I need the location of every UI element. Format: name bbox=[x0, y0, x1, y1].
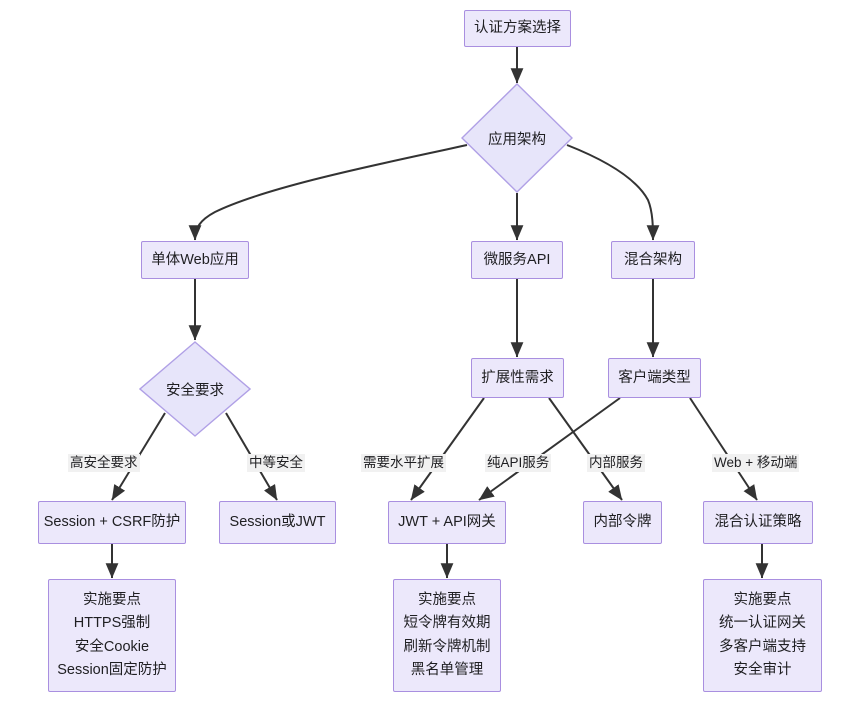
edge-label-internal-service: 内部服务 bbox=[587, 454, 645, 473]
node-micro-label: 微服务API bbox=[483, 251, 551, 268]
edge-client-solmixed bbox=[689, 397, 758, 501]
edge-label-high-security: 高安全要求 bbox=[68, 454, 140, 473]
detail-line: 实施要点 bbox=[733, 591, 792, 608]
node-solution-internal-token-label: 内部令牌 bbox=[593, 514, 652, 531]
detail-line: Session固定防护 bbox=[57, 661, 167, 678]
detail-line: 短令牌有效期 bbox=[403, 615, 491, 632]
node-solution-jwt-gateway[interactable]: JWT + API网关 bbox=[388, 501, 506, 544]
node-solution-session-jwt[interactable]: Session或JWT bbox=[219, 501, 336, 544]
node-start-label: 认证方案选择 bbox=[474, 20, 561, 37]
node-solution-mixed-label: 混合认证策略 bbox=[714, 514, 802, 531]
detail-line: HTTPS强制 bbox=[73, 615, 151, 632]
node-micro[interactable]: 微服务API bbox=[471, 241, 563, 279]
node-hybrid-label: 混合架构 bbox=[624, 251, 682, 268]
node-solution-session-jwt-label: Session或JWT bbox=[229, 514, 326, 531]
node-solution-csrf[interactable]: Session + CSRF防护 bbox=[38, 501, 186, 544]
node-security[interactable]: 安全要求 bbox=[139, 341, 251, 437]
node-start[interactable]: 认证方案选择 bbox=[464, 10, 571, 47]
node-client[interactable]: 客户端类型 bbox=[608, 358, 701, 398]
edge-label-medium-security: 中等安全 bbox=[247, 454, 305, 473]
node-arch[interactable]: 应用架构 bbox=[461, 83, 573, 193]
node-solution-internal-token[interactable]: 内部令牌 bbox=[583, 501, 662, 544]
node-solution-csrf-label: Session + CSRF防护 bbox=[43, 514, 181, 531]
edge-label-horizontal-scale: 需要水平扩展 bbox=[361, 454, 446, 473]
node-mono-label: 单体Web应用 bbox=[151, 251, 239, 268]
node-scale-label: 扩展性需求 bbox=[481, 369, 554, 386]
diamond-shape bbox=[461, 83, 573, 193]
edge-scale-soljwtgw bbox=[410, 397, 485, 501]
edge-scale-soltoken bbox=[548, 397, 623, 501]
edge-arch-mono bbox=[188, 144, 468, 241]
detail-line: 黑名单管理 bbox=[410, 661, 484, 678]
node-client-label: 客户端类型 bbox=[618, 369, 691, 386]
node-hybrid[interactable]: 混合架构 bbox=[611, 241, 695, 279]
node-solution-mixed[interactable]: 混合认证策略 bbox=[703, 501, 813, 544]
detail-line: 刷新令牌机制 bbox=[403, 638, 491, 655]
edge-client-soljwtgw bbox=[478, 397, 621, 501]
node-detail-jwt-gateway[interactable]: 实施要点 短令牌有效期 刷新令牌机制 黑名单管理 bbox=[393, 579, 501, 692]
detail-line: 安全Cookie bbox=[74, 638, 150, 655]
edge-label-web-mobile: Web + 移动端 bbox=[712, 454, 800, 473]
node-security-label: 安全要求 bbox=[166, 382, 224, 399]
node-mono[interactable]: 单体Web应用 bbox=[141, 241, 249, 279]
node-detail-mixed[interactable]: 实施要点 统一认证网关 多客户端支持 安全审计 bbox=[703, 579, 822, 692]
detail-line: 安全审计 bbox=[733, 661, 792, 678]
edge-arch-hybrid bbox=[566, 144, 660, 241]
detail-line: 统一认证网关 bbox=[719, 615, 806, 632]
node-arch-label: 应用架构 bbox=[488, 131, 546, 148]
detail-line: 多客户端支持 bbox=[719, 638, 806, 655]
diamond-shape bbox=[139, 341, 251, 437]
node-detail-csrf[interactable]: 实施要点 HTTPS强制 安全Cookie Session固定防护 bbox=[48, 579, 176, 692]
detail-line: 实施要点 bbox=[418, 591, 476, 608]
node-scale[interactable]: 扩展性需求 bbox=[471, 358, 564, 398]
node-solution-jwt-gateway-label: JWT + API网关 bbox=[398, 514, 496, 531]
detail-line: 实施要点 bbox=[83, 591, 141, 608]
edge-label-pure-api: 纯API服务 bbox=[485, 454, 552, 473]
